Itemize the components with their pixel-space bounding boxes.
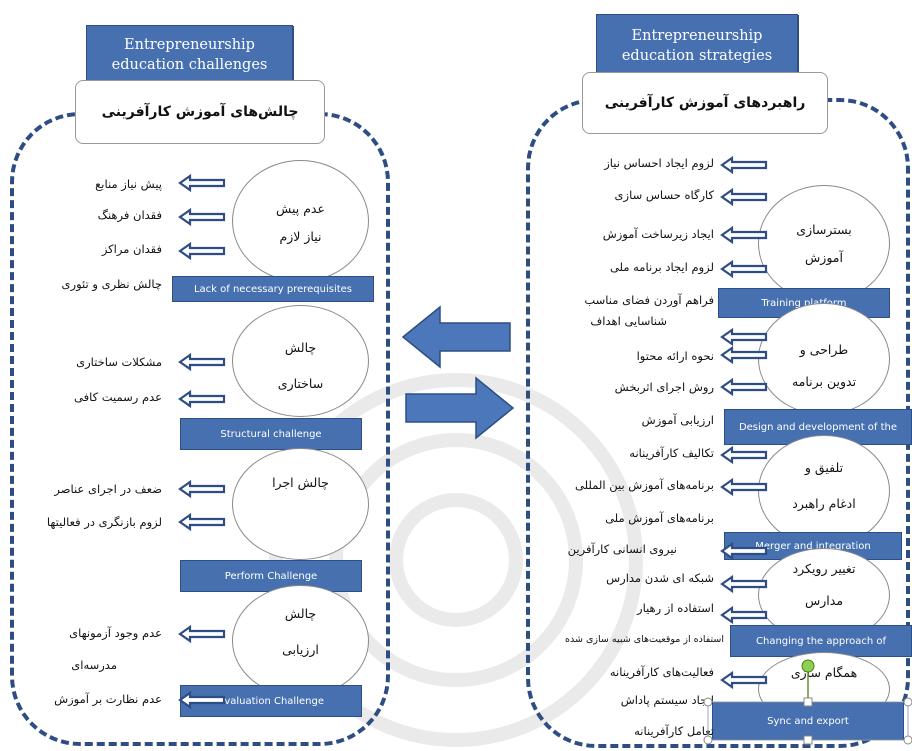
left-circle-1-line-1: عدم پیش [276,201,325,216]
right-circle-2-line-1: طراحی و [799,342,849,357]
right-circle-1-line-1: بسترسازی [796,222,852,237]
resize-handle-icon[interactable] [903,697,912,707]
arrow-left-icon [720,671,768,689]
right-item-5-1: فعالیت‌های کارآفرینانه [609,665,714,679]
right-item-1-4: لزوم ایجاد برنامه ملی [609,260,714,274]
left-circle-4-line-1: چالش [284,606,317,621]
right-circle-3-line-2: ادغام راهبرد [792,496,856,511]
arrow-left-icon [720,446,768,464]
arrow-left-icon [720,260,768,278]
right-item-5-3: تعامل کارآفرینانه [634,724,714,738]
arrow-left-icon [720,188,768,206]
left-item-4-2: مدرسه‌ای [71,658,117,672]
right-item-4-4: استفاده از موقعیت‌های شبیه سازی شده [565,634,724,645]
arrow-left-icon [720,156,768,174]
right-item-1-2: کارگاه حساس سازی [614,188,714,202]
left-item-4-3: عدم نظارت بر آموزش [54,692,162,706]
left-item-1-2: فقدان فرهنگ [97,208,162,222]
right-circle-3: تلفیق و ادغام راهبرد [758,435,890,547]
left-title-fa: چالش‌های آموزش کارآفرینی [75,80,325,144]
left-circle-3: چالش اجرا [232,448,369,560]
right-item-2-1: نحوه ارائه محتوا [636,349,714,363]
right-item-5-2: ایجاد سیستم پاداش [620,693,714,707]
arrow-left-icon [720,478,768,496]
left-item-2-2: عدم رسمیت کافی [74,390,162,404]
right-item-4-2: شبکه ای شدن مدارس [606,571,714,585]
left-bar-4: Evaluation Challenge [180,685,362,717]
left-item-3-2: لزوم بازنگری در فعالیتها [46,515,162,529]
right-item-1-5: فراهم آوردن فضای مناسب [584,293,714,307]
center-arrows [401,305,515,440]
arrow-left-icon [720,542,768,560]
big-left-arrow-icon [401,305,511,369]
right-item-4-1: نیروی انسانی کارآفرین [567,542,677,556]
left-item-3-1: ضعف در اجرای عناصر [54,482,162,496]
left-circle-2-line-1: چالش [284,340,317,355]
right-circle-4-line-1: تغییر رویکرد [792,561,856,576]
big-right-arrow-icon [405,376,515,440]
arrow-left-icon [720,346,768,364]
right-item-3-3: برنامه‌های آموزش ملی [605,511,714,525]
right-item-1-6: شناسایی اهداف [590,314,667,328]
right-circle-3-line-1: تلفیق و [804,460,844,475]
left-title-en: Entrepreneurship education challenges [86,25,293,85]
arrow-left-icon [720,328,768,346]
left-circle-1-line-2: نیاز لازم [279,229,322,244]
left-item-1-1: پیش نیاز منابع [95,177,162,191]
arrow-left-icon [720,575,768,593]
left-bar-3: Perform Challenge [180,560,362,592]
left-circle-4-line-2: ارزیابی [282,642,319,657]
right-circle-4-line-2: مدارس [804,593,844,608]
right-circle-2-line-2: تدوین برنامه [791,374,857,389]
left-circle-2: چالش ساختاری [232,305,369,417]
right-item-1-3: ایجاد زیرساخت آموزش [602,227,714,241]
resize-handle-icon[interactable] [803,697,813,707]
right-title-fa: راهبردهای آموزش کارآفرینی [582,72,828,134]
right-circle-1: بسترسازی آموزش [758,185,890,302]
left-circle-2-line-2: ساختاری [277,376,324,391]
right-title-en: Entrepreneurship education strategies [596,14,798,78]
right-item-2-3: ارزیابی آموزش [641,413,714,427]
right-item-1-1: لزوم ایجاد احساس نیاز [604,156,714,170]
resize-handle-icon[interactable] [903,735,912,745]
arrow-left-icon [720,226,768,244]
rotate-handle-icon[interactable] [801,659,815,673]
left-item-1-4: چالش نظری و تئوری [61,277,162,291]
resize-handle-icon[interactable] [803,735,813,745]
left-circle-4: چالش ارزیابی [232,585,369,697]
left-item-1-3: فقدان مراکز [101,242,162,256]
right-item-3-1: تکالیف کارآفرینانه [629,446,714,460]
right-item-4-3: استفاده از رهیار [637,601,714,615]
selection-handles[interactable] [700,650,912,750]
left-item-4-1: عدم وجود آزمونهای [69,626,162,640]
right-item-3-2: برنامه‌های آموزش بین المللی [575,478,714,492]
left-circle-3-line-1: چالش اجرا [272,475,329,490]
resize-handle-icon[interactable] [703,697,713,707]
arrow-left-icon [720,378,768,396]
left-bar-2: Structural challenge [180,418,362,450]
left-item-2-1: مشکلات ساختاری [76,355,162,369]
right-item-2-2: روش اجرای اثربخش [614,380,714,394]
right-circle-1-line-2: آموزش [805,250,843,265]
right-bar-5: Sync and export [712,702,904,740]
resize-handle-icon[interactable] [703,735,713,745]
arrow-left-icon [720,606,768,624]
left-bar-1: Lack of necessary prerequisites [172,276,374,302]
